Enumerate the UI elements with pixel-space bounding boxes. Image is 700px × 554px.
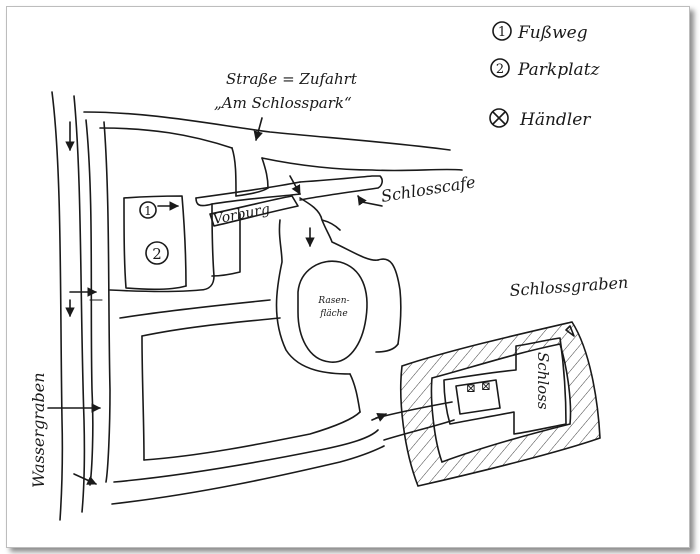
marker-1-number: 1 [144, 204, 152, 218]
footpath-marker-1: 1 [139, 201, 179, 219]
central-courtyard [275, 197, 402, 413]
haendler-icon [489, 108, 509, 128]
schloss-label: Schloss [534, 352, 552, 410]
schlossgraben-text: Schlossgraben [509, 273, 629, 300]
schlossgraben-moat [400, 321, 601, 487]
legend-fussweg-label: Fußweg [517, 23, 588, 43]
parking-marker-2: 2 [145, 241, 169, 265]
schlosscafe-label: Schlosscafe [357, 172, 477, 207]
legend-haendler-label: Händler [519, 110, 591, 130]
rasen-label-line1: Rasen- [317, 296, 349, 306]
schlossgraben-label: Schlossgraben [509, 273, 629, 300]
vorburg-building: Vorburg [209, 195, 299, 228]
haendler-icon-1: ⊠ [466, 381, 476, 395]
schloss-building: ⊠ ⊠ Schloss [443, 337, 567, 435]
street-label-line2: „Am Schlosspark“ [214, 94, 352, 112]
legend-parkplatz-number: 2 [496, 62, 504, 77]
wassergraben-channel [51, 91, 111, 521]
schlosscafe-text: Schlosscafe [380, 172, 477, 206]
street-am-schlosspark [83, 111, 463, 197]
paper-sheet [6, 6, 690, 548]
legend-item-fussweg: 1 Fußweg [492, 21, 588, 43]
vorburg-label: Vorburg [212, 201, 272, 228]
wassergraben-text: Wassergraben [29, 372, 48, 488]
ditch-arrows [65, 121, 97, 485]
haendler-icon-2: ⊠ [481, 379, 491, 393]
rasenflaeche: Rasen- fläche [297, 260, 368, 363]
parkplatz-area [109, 175, 383, 293]
wassergraben-label: Wassergraben [29, 372, 101, 488]
large-field [111, 299, 387, 505]
street-label: Straße = Zufahrt „Am Schlosspark“ [214, 70, 358, 141]
legend-parkplatz-label: Parkplatz [517, 60, 601, 80]
legend-item-parkplatz: 2 Parkplatz [490, 58, 601, 80]
marker-2-number: 2 [152, 245, 162, 263]
legend-fussweg-number: 1 [498, 25, 506, 40]
legend: 1 Fußweg 2 Parkplatz Händler [489, 21, 601, 130]
street-label-line1: Straße = Zufahrt [226, 70, 358, 88]
legend-item-haendler: Händler [489, 108, 591, 130]
rasen-label-line2: fläche [319, 309, 348, 319]
